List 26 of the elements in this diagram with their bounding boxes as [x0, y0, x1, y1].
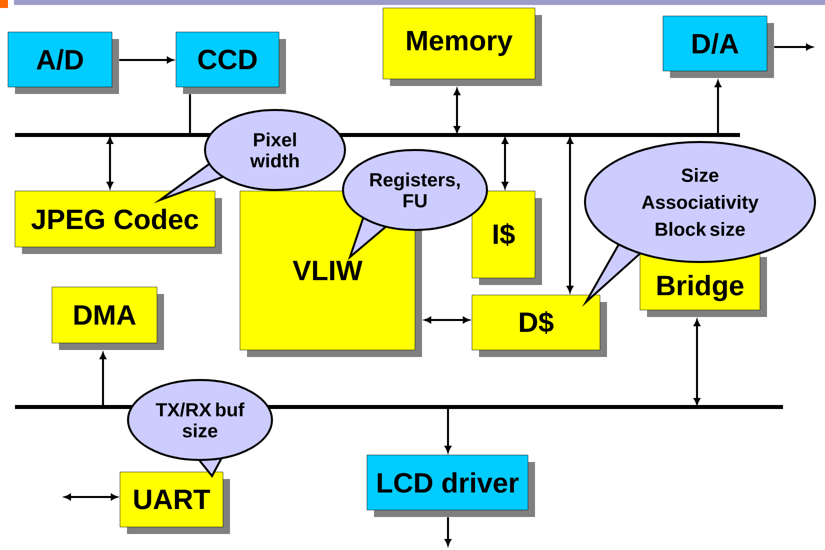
block-box: LCD driver: [366, 454, 535, 517]
block-box: UART: [120, 472, 230, 534]
speech-bubble: Registers, FU: [342, 149, 488, 260]
block-box: DMA: [52, 286, 164, 350]
block-box: I$: [472, 190, 542, 285]
speech-bubble: Pixel width: [154, 109, 346, 204]
block-box: CCD: [176, 32, 286, 94]
arrow: [566, 137, 574, 293]
arrow: [454, 88, 460, 133]
block-box: A/D: [8, 32, 119, 94]
speech-bubble: TX/RX buf size: [127, 379, 273, 478]
arrow: [444, 407, 452, 453]
block-box: JPEG Codec: [14, 190, 222, 254]
arrow: [694, 319, 700, 405]
arrow: [502, 137, 508, 189]
arrow: [714, 80, 722, 135]
arrow: [444, 517, 452, 546]
arrow: [424, 316, 470, 324]
arrow: [100, 352, 106, 407]
block-box: D$: [472, 294, 607, 357]
arrow: [119, 56, 174, 64]
block-box: Memory: [382, 8, 542, 86]
arrow: [64, 494, 118, 500]
arrow: [774, 44, 813, 50]
block-box: D/A: [662, 16, 774, 78]
arrow: [106, 137, 114, 189]
